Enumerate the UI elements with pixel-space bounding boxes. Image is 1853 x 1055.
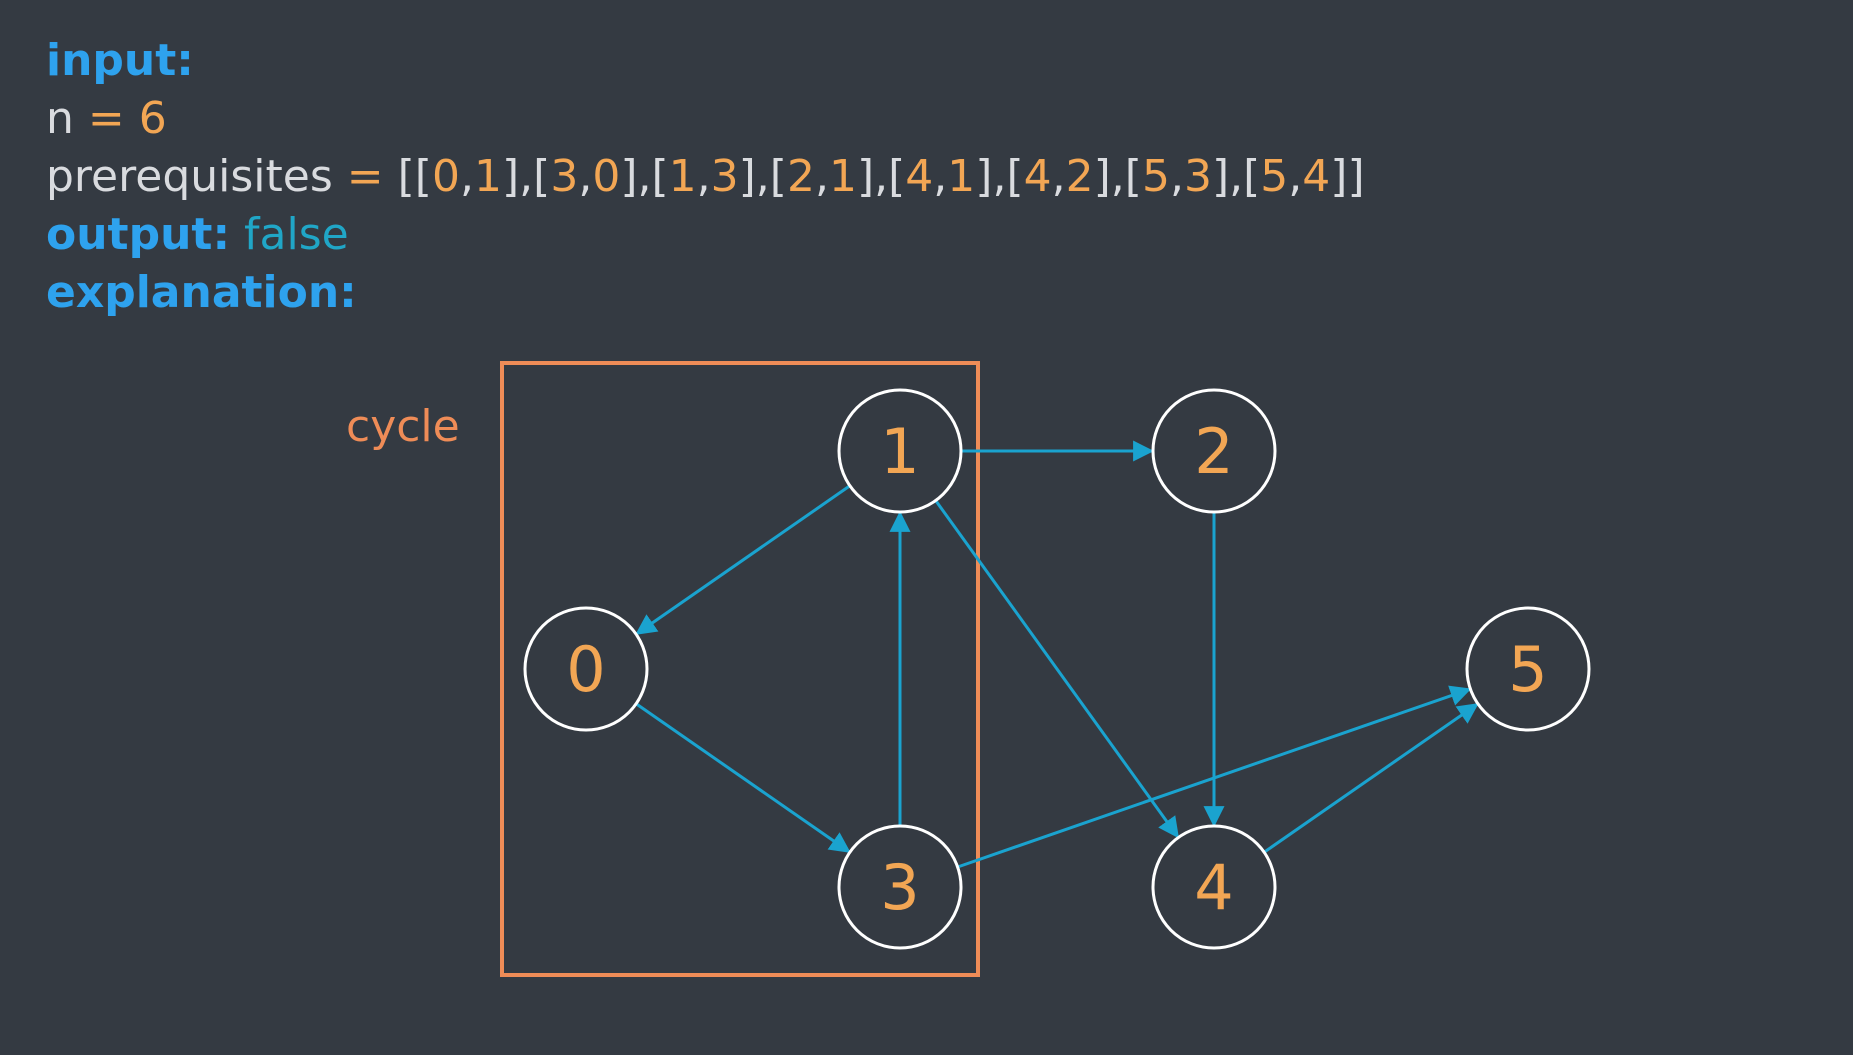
prerequisites-token: ,	[1051, 151, 1066, 202]
prerequisites-value: [[0,1],[3,0],[1,3],[2,1],[4,1],[4,2],[5,…	[398, 151, 1365, 202]
prerequisites-token: ],[	[1211, 151, 1261, 202]
prerequisites-token: ,	[933, 151, 948, 202]
prerequisites-token: 1	[473, 151, 502, 202]
graph-edges	[635, 440, 1479, 869]
prerequisites-token: 4	[1302, 151, 1331, 202]
prerequisites-token: 2	[1065, 151, 1094, 202]
edge-1-to-0	[635, 484, 851, 635]
node-label: 4	[1194, 851, 1233, 924]
prerequisites-token: 4	[905, 151, 934, 202]
prerequisites-equals: =	[346, 151, 384, 202]
node-circle	[1465, 606, 1591, 732]
prerequisites-token: [[	[397, 151, 432, 202]
prerequisites-token: ,	[459, 151, 474, 202]
prerequisites-token: ],[	[975, 151, 1024, 202]
prerequisites-token: 3	[710, 151, 739, 202]
edge-4-to-5	[1263, 703, 1479, 854]
n-value: 6	[138, 93, 167, 144]
output-value: false	[244, 209, 349, 260]
node-circle	[837, 388, 963, 514]
node-0: 0	[523, 606, 649, 732]
n-equals: =	[87, 93, 125, 144]
prerequisites-token: ],[	[738, 151, 787, 202]
output-line: output: false	[46, 206, 1365, 264]
edge-1-to-4	[934, 499, 1179, 839]
prerequisites-token: ,	[578, 151, 593, 202]
prerequisites-token: 3	[550, 151, 579, 202]
prerequisites-token: ,	[1288, 151, 1303, 202]
prerequisites-token: ]]	[1330, 151, 1365, 202]
explanation-line: explanation:	[46, 264, 1365, 322]
output-label: output:	[46, 209, 231, 260]
node-label: 5	[1508, 633, 1547, 706]
cycle-label: cycle	[346, 401, 460, 452]
n-name: n	[46, 93, 74, 144]
prerequisites-token: 5	[1260, 151, 1289, 202]
prerequisites-token: 2	[786, 151, 815, 202]
node-circle	[837, 824, 963, 950]
node-label: 1	[880, 415, 919, 488]
n-line: n = 6	[46, 90, 1365, 148]
input-label: input:	[46, 35, 194, 86]
node-label: 3	[880, 851, 919, 924]
node-circle	[1151, 388, 1277, 514]
prerequisites-token: 1	[828, 151, 857, 202]
edge-3-to-5	[957, 685, 1472, 869]
prerequisites-token: ],[	[620, 151, 669, 202]
prerequisites-token: 3	[1183, 151, 1212, 202]
prerequisites-token: 0	[592, 151, 621, 202]
prerequisites-token: 5	[1141, 151, 1170, 202]
node-4: 4	[1151, 824, 1277, 950]
prerequisites-line: prerequisites = [[0,1],[3,0],[1,3],[2,1]…	[46, 148, 1365, 206]
explanation-label: explanation:	[46, 267, 357, 318]
prerequisites-token: 0	[431, 151, 460, 202]
node-2: 2	[1151, 388, 1277, 514]
prerequisites-token: ,	[696, 151, 711, 202]
prerequisites-token: 1	[668, 151, 697, 202]
node-5: 5	[1465, 606, 1591, 732]
prerequisites-token: ,	[814, 151, 829, 202]
prerequisites-token: ],[	[501, 151, 551, 202]
graph-nodes: 0 1 2 3 4 5	[523, 388, 1591, 950]
node-circle	[523, 606, 649, 732]
prerequisites-token: ],[	[1093, 151, 1142, 202]
prerequisites-token: 1	[947, 151, 976, 202]
node-1: 1	[837, 388, 963, 514]
prerequisites-name: prerequisites	[46, 151, 333, 202]
node-3: 3	[837, 824, 963, 950]
edge-0-to-3	[635, 702, 851, 853]
prerequisites-token: 4	[1023, 151, 1052, 202]
input-line: input:	[46, 32, 1365, 90]
problem-statement: input: n = 6 prerequisites = [[0,1],[3,0…	[46, 32, 1365, 322]
node-circle	[1151, 824, 1277, 950]
prerequisites-token: ],[	[856, 151, 906, 202]
node-label: 0	[566, 633, 605, 706]
node-label: 2	[1194, 415, 1233, 488]
prerequisites-token: ,	[1169, 151, 1184, 202]
cycle-box	[500, 361, 980, 977]
